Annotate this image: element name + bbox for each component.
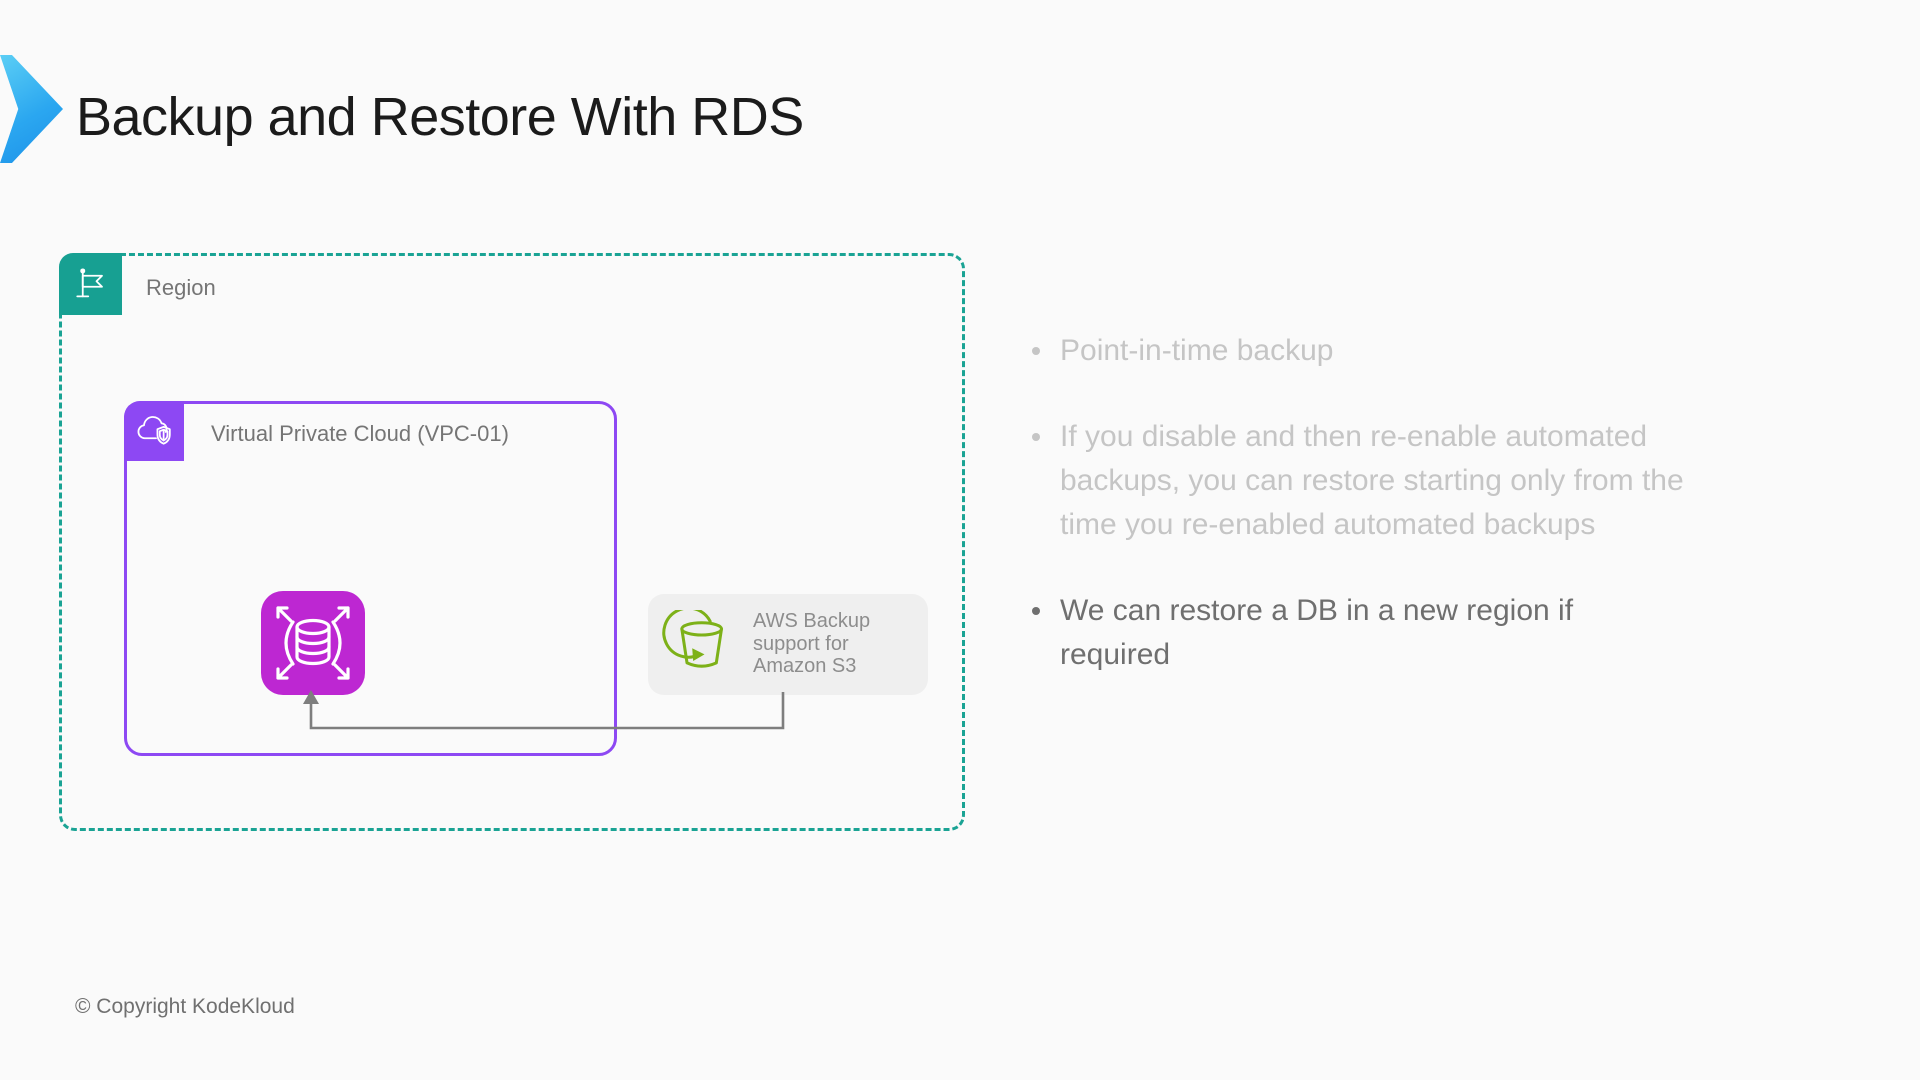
bullet-item: If you disable and then re-enable automa… [1030,415,1685,547]
vpc-box: Virtual Private Cloud (VPC-01) [124,401,617,756]
bullet-list: Point-in-time backup If you disable and t… [1030,329,1690,716]
region-box: Region Virtual Private Cloud (VPC-01) [59,253,965,831]
aws-backup-card: AWS Backup support for Amazon S3 [648,594,928,695]
copyright: © Copyright KodeKloud [75,995,295,1018]
s3-bucket-restore-icon [662,606,730,678]
bullet-item: We can restore a DB in a new region if r… [1030,589,1685,677]
page-title: Backup and Restore With RDS [76,87,804,147]
database-scale-icon [261,591,365,695]
cloud-shield-icon [124,401,184,461]
vpc-label: Virtual Private Cloud (VPC-01) [211,421,509,446]
region-label: Region [146,275,216,300]
flag-icon [59,253,122,315]
aws-backup-label: AWS Backup support for Amazon S3 [753,610,871,677]
chevron-right-icon [0,55,63,163]
bullet-item: Point-in-time backup [1030,329,1685,373]
